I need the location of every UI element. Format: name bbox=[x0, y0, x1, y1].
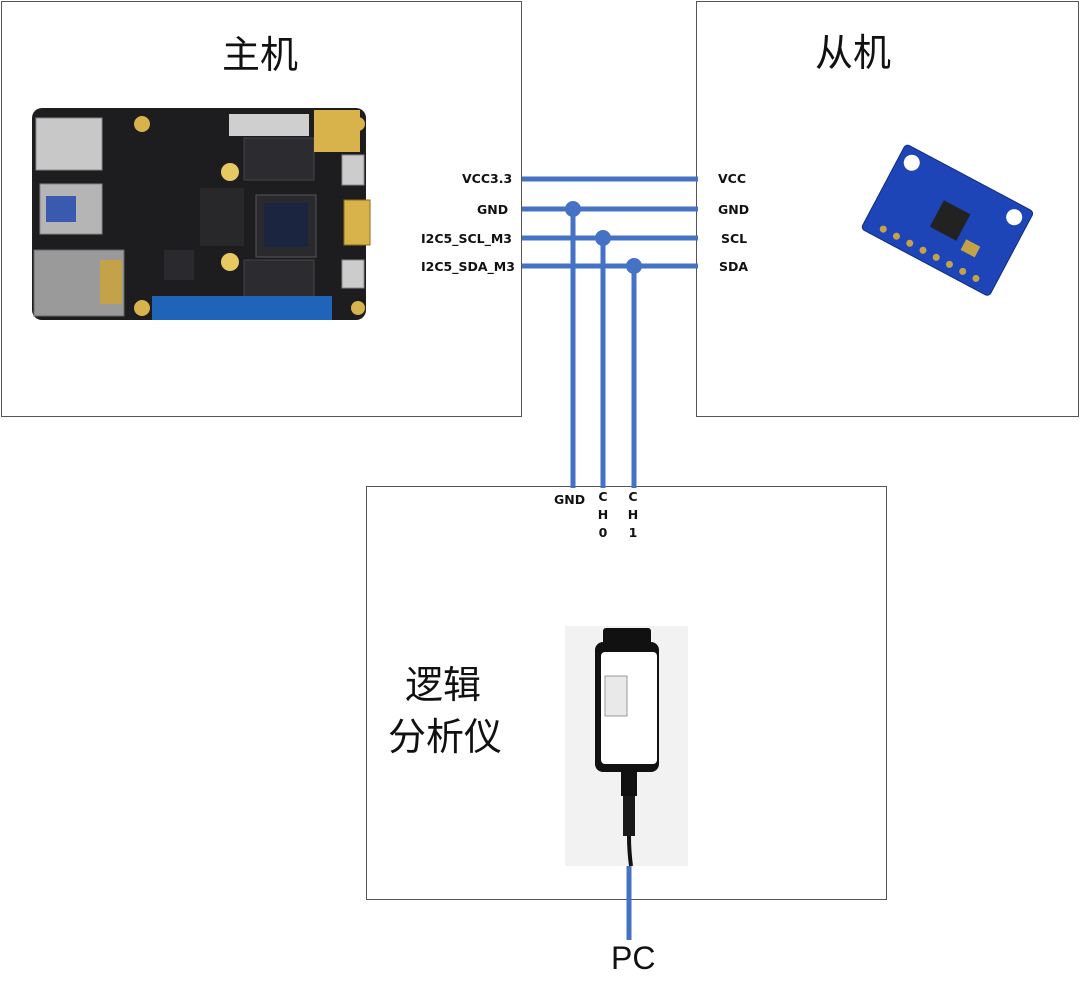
slave-pin-gnd-label: GND bbox=[718, 202, 750, 217]
analyzer-pin-gnd-label: GND bbox=[554, 492, 586, 507]
ch1-char-1: 1 bbox=[628, 525, 638, 540]
ch0-char-c: C bbox=[598, 489, 608, 504]
junction-sda bbox=[626, 258, 642, 274]
slave-pin-vcc-label: VCC bbox=[718, 171, 747, 186]
analyzer-title-line2: 分析仪 bbox=[388, 715, 503, 759]
host-pin-scl-label: I2C5_SCL_M3 bbox=[421, 231, 512, 246]
analyzer-pin-ch1-label: C H 1 bbox=[626, 488, 640, 542]
pc-label: PC bbox=[611, 940, 656, 976]
junction-gnd bbox=[565, 201, 581, 217]
host-board-image bbox=[32, 108, 371, 320]
junction-scl bbox=[595, 230, 611, 246]
ch1-char-c: C bbox=[628, 489, 638, 504]
slave-title: 从机 bbox=[815, 31, 892, 75]
analyzer-pin-ch0-label: C H 0 bbox=[596, 488, 610, 542]
ch0-char-h: H bbox=[597, 507, 609, 522]
host-pin-sda-label: I2C5_SDA_M3 bbox=[421, 259, 515, 274]
slave-pin-sda-label: SDA bbox=[719, 259, 749, 274]
host-title: 主机 bbox=[222, 33, 299, 77]
logic-analyzer-image bbox=[565, 626, 688, 866]
ch0-char-0: 0 bbox=[598, 525, 608, 540]
analyzer-title-line1: 逻辑 bbox=[405, 663, 482, 707]
slave-pin-scl-label: SCL bbox=[721, 231, 748, 246]
ch1-char-h: H bbox=[627, 507, 639, 522]
host-pin-gnd-label: GND bbox=[477, 202, 509, 217]
host-pin-vcc-label: VCC3.3 bbox=[462, 171, 513, 186]
slave-sensor-image bbox=[861, 144, 1034, 296]
